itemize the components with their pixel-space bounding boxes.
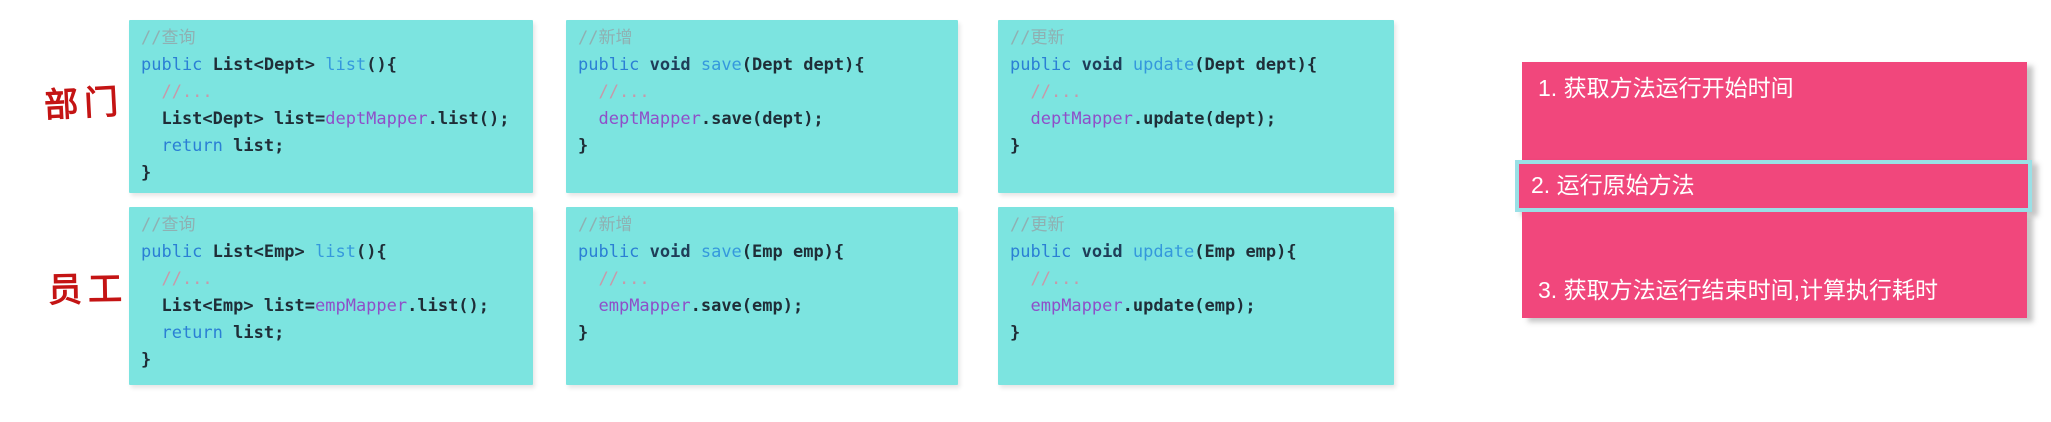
code-block-emp-update: //更新 public void update(Emp emp){ //... e… — [998, 207, 1394, 385]
step-box-get-start-time: 1. 获取方法运行开始时间 — [1522, 62, 2027, 160]
row-label-dept: 部门 — [43, 82, 126, 126]
code-block-dept-update: //更新 public void update(Dept dept){ //...… — [998, 20, 1394, 193]
step-label: 2. 运行原始方法 — [1531, 172, 1695, 199]
step-box-get-end-time: 3. 获取方法运行结束时间,计算执行耗时 — [1522, 212, 2027, 318]
row-label-emp: 员工 — [47, 270, 129, 310]
code-line: //新增 — [578, 28, 633, 48]
code-line: //... — [1010, 269, 1082, 289]
code-line: List<Dept> list=deptMapper.list(); — [141, 109, 510, 129]
code-line: //... — [578, 269, 650, 289]
code-line: } — [1010, 323, 1021, 343]
code-block-emp-save: //新增 public void save(Emp emp){ //... emp… — [566, 207, 958, 385]
code-line: //新增 — [578, 215, 633, 235]
code-line: } — [1010, 136, 1021, 156]
code-line: public List<Dept> list(){ — [141, 55, 397, 75]
code-line: List<Emp> list=empMapper.list(); — [141, 296, 490, 316]
code-line: //... — [141, 82, 213, 102]
code-line: //查询 — [141, 215, 196, 235]
code-line: //查询 — [141, 28, 196, 48]
step-label: 1. 获取方法运行开始时间 — [1538, 75, 1794, 101]
code-line: public List<Emp> list(){ — [141, 242, 387, 262]
code-line: //更新 — [1010, 28, 1065, 48]
code-block-dept-list: //查询 public List<Dept> list(){ //... List… — [129, 20, 533, 193]
code-line: deptMapper.update(dept); — [1030, 109, 1277, 129]
code-line: public void save(Emp emp){ — [578, 242, 845, 262]
code-line: } — [578, 323, 589, 343]
code-line: } — [141, 350, 152, 370]
code-line: empMapper.save(emp); — [598, 296, 804, 316]
code-line: } — [141, 163, 152, 183]
code-line: public void save(Dept dept){ — [578, 55, 865, 75]
step-box-run-original-method: 2. 运行原始方法 — [1515, 160, 2032, 212]
code-line: //... — [141, 269, 213, 289]
code-line: public void update(Dept dept){ — [1010, 55, 1318, 75]
code-line: public void update(Emp emp){ — [1010, 242, 1297, 262]
code-line: return list; — [141, 136, 285, 156]
step-label: 3. 获取方法运行结束时间,计算执行耗时 — [1538, 277, 1938, 304]
code-line: return list; — [141, 323, 285, 343]
code-line: } — [578, 136, 589, 156]
code-line: empMapper.update(emp); — [1030, 296, 1256, 316]
code-line: deptMapper.save(dept); — [598, 109, 824, 129]
code-block-emp-list: //查询 public List<Emp> list(){ //... List<… — [129, 207, 533, 385]
code-line: //... — [1010, 82, 1082, 102]
code-block-dept-save: //新增 public void save(Dept dept){ //... d… — [566, 20, 958, 193]
code-line: //... — [578, 82, 650, 102]
code-line: //更新 — [1010, 215, 1065, 235]
